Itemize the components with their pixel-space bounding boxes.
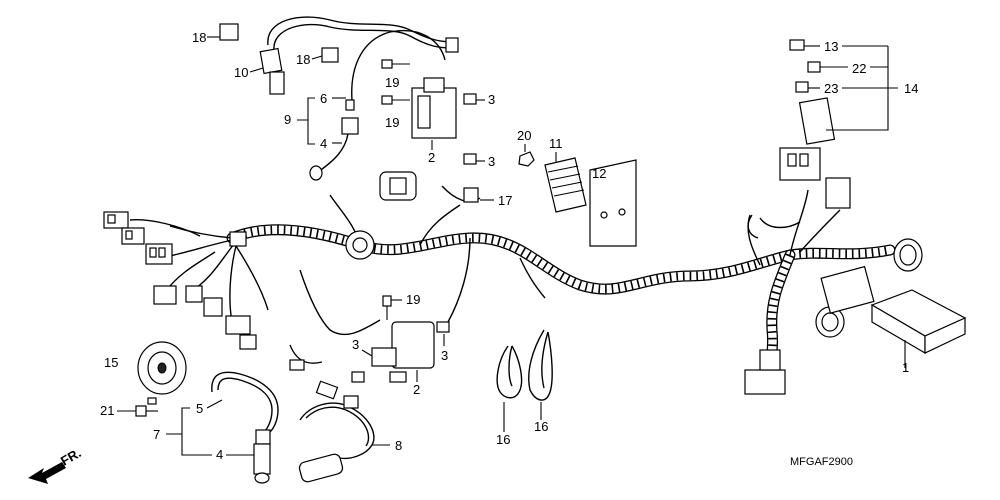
callout-19-c: 19 <box>406 292 420 307</box>
callout-19-a: 19 <box>385 75 399 90</box>
part-20-nut <box>518 151 535 167</box>
fuse-relay-box <box>747 39 851 239</box>
callout-18-a: 18 <box>192 30 206 45</box>
callout-4-a: 4 <box>320 136 327 151</box>
callout-21: 21 <box>100 403 114 418</box>
front-direction-arrow-icon: FR. <box>28 445 84 484</box>
diagram-code: MFGAF2900 <box>790 456 853 468</box>
part-16-cable-ties <box>496 329 553 401</box>
callout-16-b: 16 <box>534 419 548 434</box>
callout-4-b: 4 <box>216 447 223 462</box>
callout-8: 8 <box>395 438 402 453</box>
part-11-regulator <box>544 157 587 213</box>
lead-near-part-3 <box>289 344 323 371</box>
callout-10: 10 <box>234 65 248 80</box>
right-harness-items <box>345 230 923 395</box>
callout-15: 15 <box>104 355 118 370</box>
part-8-plug-wire <box>298 380 375 483</box>
part-2-ignition-coil-lower <box>371 321 435 383</box>
callout-3-c: 3 <box>352 337 359 352</box>
part-17-sensor <box>441 185 481 203</box>
part-1-control-unit <box>870 289 967 368</box>
part-12-bracket <box>589 159 637 247</box>
callout-5: 5 <box>196 401 203 416</box>
callout-19-b: 19 <box>385 115 399 130</box>
callout-9: 9 <box>284 112 291 127</box>
callout-6: 6 <box>320 91 327 106</box>
part-15-horn <box>137 341 187 405</box>
part-10-plug-cap-upper <box>219 16 459 95</box>
center-connector <box>379 171 417 201</box>
clips-3 <box>351 93 477 383</box>
callouts: 18 18 10 19 19 3 3 6 9 4 2 20 11 12 17 <box>100 30 918 462</box>
callout-2-b: 2 <box>413 382 420 397</box>
part-9-plug-cap-group <box>309 30 446 181</box>
callout-16-a: 16 <box>496 432 510 447</box>
part-2-ignition-coil-upper <box>411 77 457 150</box>
callout-23: 23 <box>824 81 838 96</box>
callout-22: 22 <box>852 61 866 76</box>
callout-3-b: 3 <box>488 154 495 169</box>
callout-3-d: 3 <box>441 348 448 363</box>
callout-20: 20 <box>517 128 531 143</box>
callout-17: 17 <box>498 193 512 208</box>
callout-18-b: 18 <box>296 52 310 67</box>
part-21-bolt <box>135 405 158 417</box>
callout-2-a: 2 <box>428 150 435 165</box>
callout-14: 14 <box>904 81 918 96</box>
bolts-19 <box>381 59 410 320</box>
callout-13: 13 <box>824 39 838 54</box>
callout-7: 7 <box>153 427 160 442</box>
callout-1: 1 <box>902 360 909 375</box>
left-connectors <box>103 211 257 350</box>
callout-11: 11 <box>549 136 563 151</box>
callout-3-a: 3 <box>488 92 495 107</box>
part-7-plug-cap-lower <box>211 371 279 484</box>
callout-12: 12 <box>592 166 606 181</box>
